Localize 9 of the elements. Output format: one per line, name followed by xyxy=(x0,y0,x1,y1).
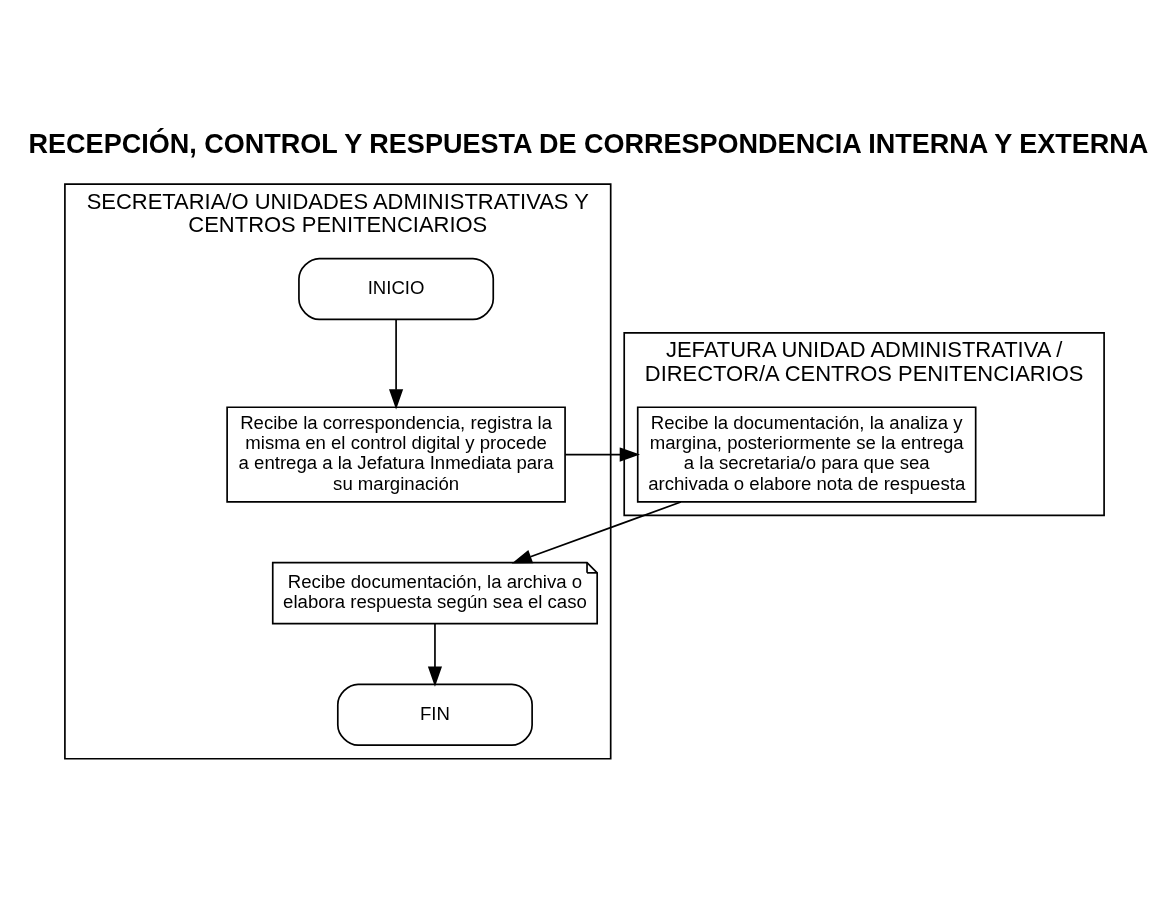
node-box: INICIO xyxy=(298,257,495,321)
arrow xyxy=(389,318,404,410)
node-box: Recibe la correspondencia, registra la misma en el control digital y procede a entrega a la Jefatura Inmediata para su marginación xyxy=(226,406,566,503)
arrow xyxy=(511,501,682,564)
diagram-title: RECEPCIÓN, CONTROL Y RESPUESTA DE CORRESPONDENCIA INTERNA Y EXTERNA xyxy=(28,129,1149,160)
arrow xyxy=(564,447,640,462)
node-box: FIN xyxy=(336,683,533,747)
node-box: Recibe la documentación, la analiza y margina, posteriormente se la entrega a la secretaria/o para que sea archivada o elabore nota de respuesta xyxy=(636,406,977,503)
arrow xyxy=(427,623,443,687)
